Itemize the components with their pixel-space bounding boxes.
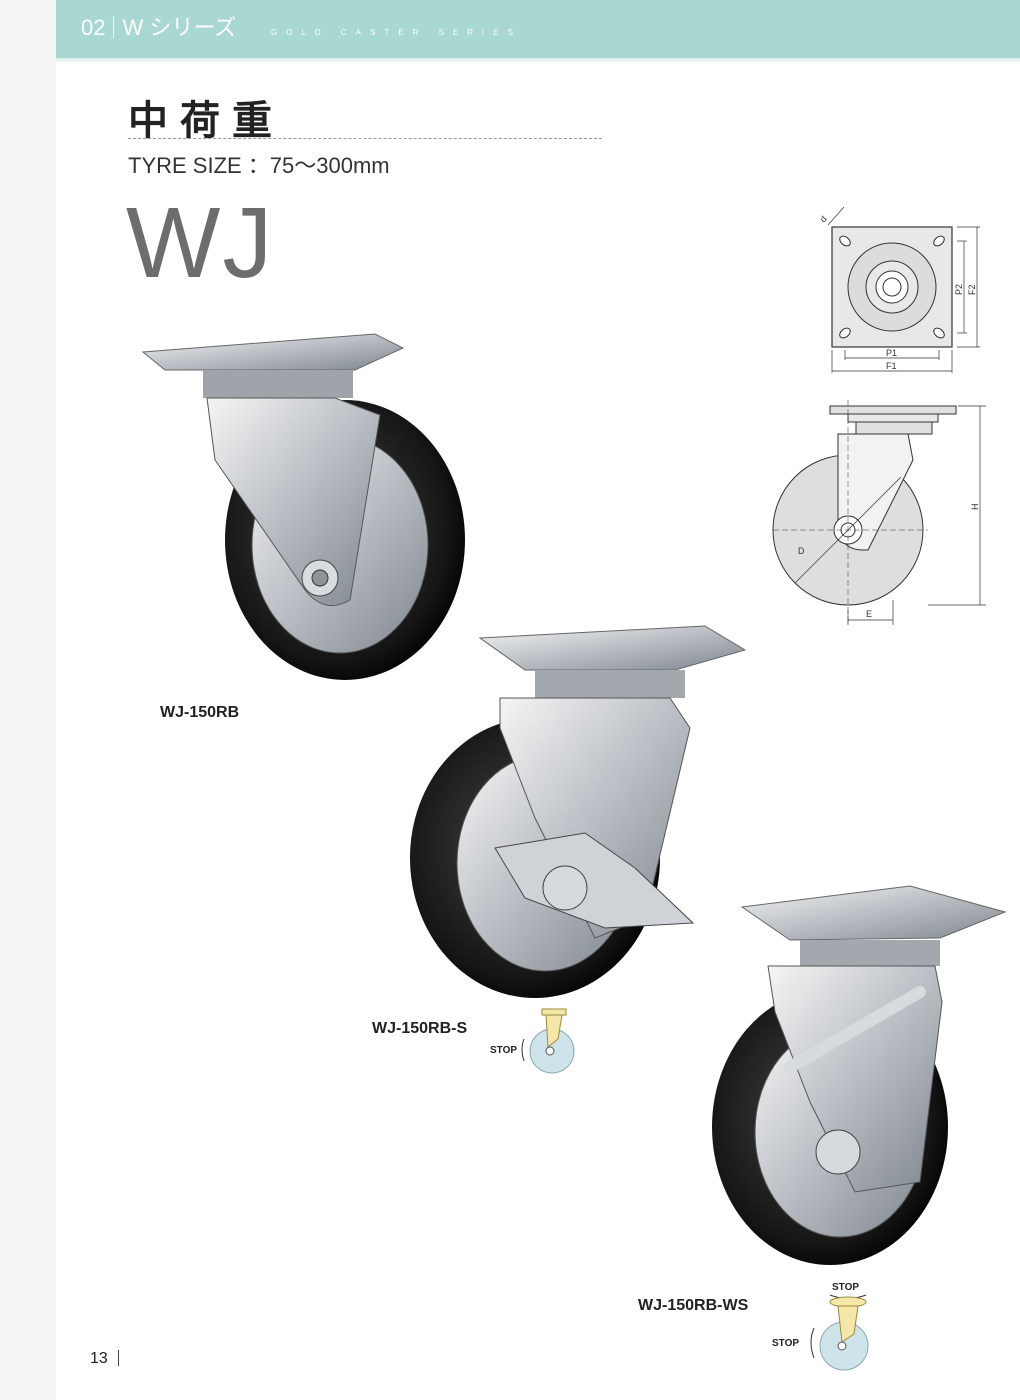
side-view-diagram: D H E <box>772 400 986 625</box>
header-shadow <box>56 58 1020 64</box>
tyre-size: TYRE SIZE ：75〜300mm <box>128 153 390 178</box>
section-header: 02 W シリーズ GOLD CASTER SERIES <box>56 0 1020 58</box>
side-plate <box>829 405 957 415</box>
page-title: 中荷重 <box>128 98 284 144</box>
header-divider <box>113 16 115 38</box>
stop-lever <box>784 986 926 1073</box>
fork <box>206 397 381 607</box>
series-code: WJ <box>126 187 275 299</box>
brake-pedal <box>494 832 695 929</box>
dim-p1: P1 <box>886 348 897 358</box>
page-number: 13 <box>90 1350 108 1367</box>
dim-f2: F2 <box>967 284 977 295</box>
series-name: W シリーズ <box>122 15 237 40</box>
axle-nut <box>815 1129 861 1175</box>
stop-text: STOP <box>490 1045 517 1056</box>
dim-d: d <box>818 214 829 224</box>
top-plate <box>141 333 405 371</box>
top-plate <box>740 885 1007 941</box>
double-stop-icon: STOP STOP <box>772 1282 869 1371</box>
product-label: WJ-150RB-WS <box>638 1297 749 1314</box>
fork <box>767 965 943 1193</box>
caster-photo-wj-150rb-s <box>410 625 747 998</box>
header-title: 02 W シリーズ <box>81 10 236 42</box>
dim-D: D <box>798 546 805 556</box>
stop-top-text: STOP <box>832 1282 859 1293</box>
page-number-divider <box>118 1350 119 1366</box>
section-number: 02 <box>81 15 106 40</box>
product-label: WJ-150RB <box>160 704 240 721</box>
stop-side-text: STOP <box>772 1338 799 1349</box>
caster-photo-wj-150rb <box>141 333 465 680</box>
title-rule <box>128 138 602 139</box>
header-subtitle: GOLD CASTER SERIES <box>271 28 522 37</box>
page-edge <box>0 0 56 1400</box>
stop-icon: STOP <box>490 1008 575 1074</box>
top-view-diagram: P1 F1 P2 F2 d <box>818 206 980 373</box>
product-label: WJ-150RB-S <box>372 1020 468 1037</box>
axle-nut <box>542 865 588 911</box>
bolt-hole <box>933 327 945 339</box>
bolt-hole <box>933 235 945 247</box>
dim-p2: P2 <box>954 284 964 295</box>
dim-f1: F1 <box>886 361 897 371</box>
bolt-hole <box>839 327 851 339</box>
bolt-hole <box>839 235 851 247</box>
caster-photo-wj-150rb-ws <box>712 885 1007 1265</box>
top-plate <box>478 625 747 671</box>
dim-E: E <box>866 609 872 619</box>
dim-H: H <box>970 504 980 511</box>
